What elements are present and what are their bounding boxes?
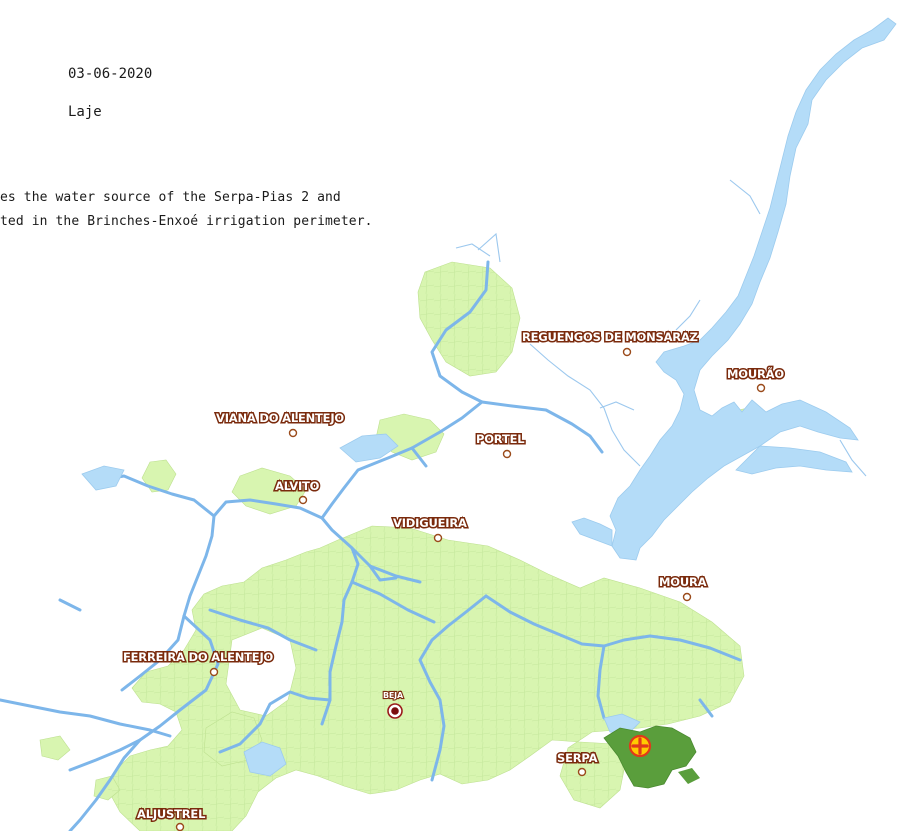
reservoir-arm-east xyxy=(735,445,853,475)
label-vidigueira: VIDIGUEIRA xyxy=(393,516,467,530)
label-viana: VIANA DO ALENTEJO xyxy=(216,411,344,425)
laje-highlight-area-east xyxy=(678,768,700,784)
label-serpa: SERPA xyxy=(557,751,598,765)
town-dot-alvito xyxy=(298,495,308,505)
laje-highlight-area-north xyxy=(660,732,682,750)
label-mourao: MOURÃO xyxy=(727,366,784,381)
tributary-streams xyxy=(455,179,867,477)
non-irrigated-gap xyxy=(225,627,297,717)
town-dot-reguengos xyxy=(622,347,632,357)
description-line-1: es the water source of the Serpa-Pias 2 … xyxy=(0,190,341,205)
label-beja: BEJA xyxy=(383,691,404,700)
label-alvito: ALVITO xyxy=(275,479,320,493)
location-label: Laje xyxy=(68,104,102,120)
date-label: 03-06-2020 xyxy=(68,66,153,82)
label-moura: MOURA xyxy=(659,575,707,589)
place-labels: REGUENGOS DE MONSARAZ MOURÃO VIANA DO AL… xyxy=(122,329,787,823)
town-dot-ferreira xyxy=(209,667,219,677)
canal-network xyxy=(0,260,742,831)
label-portel: PORTEL xyxy=(476,432,525,446)
town-dot-viana xyxy=(288,428,298,438)
label-reguengos: REGUENGOS DE MONSARAZ xyxy=(522,330,698,344)
reservoir-arm-west xyxy=(571,517,613,547)
description-line-2: ted in the Brinches-Enxoé irrigation per… xyxy=(0,214,373,229)
town-dot-portel xyxy=(502,449,512,459)
label-ferreira: FERREIRA DO ALENTEJO xyxy=(123,650,274,664)
town-dot-beja xyxy=(387,703,403,719)
alqueva-reservoir xyxy=(609,17,897,561)
small-reservoirs xyxy=(81,433,641,777)
town-dot-mourao xyxy=(756,383,766,393)
town-dot-serpa xyxy=(577,767,587,777)
label-aljustrel: ALJUSTREL xyxy=(137,807,206,821)
plus-marker-icon xyxy=(631,737,649,755)
town-dot-moura xyxy=(682,592,692,602)
town-dot-aljustrel xyxy=(175,822,185,831)
town-markers xyxy=(175,347,766,831)
town-dot-vidigueira xyxy=(433,533,443,543)
water-source-marker[interactable] xyxy=(628,734,652,758)
